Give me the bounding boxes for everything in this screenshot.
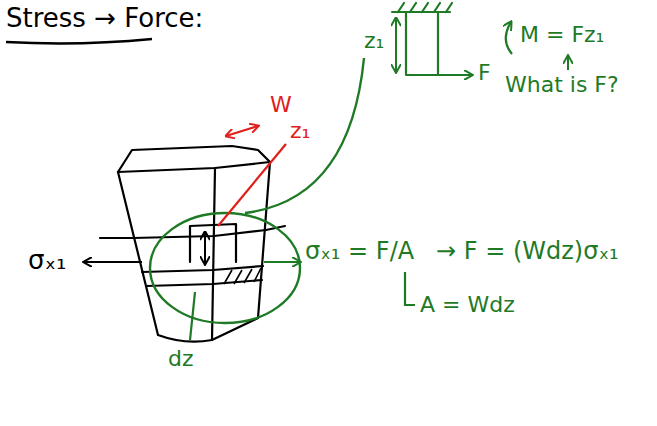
- force-equation: → F = (Wdz)σₓ₁: [436, 238, 619, 266]
- dimension-label: z₁: [290, 118, 310, 143]
- area-equation: A = Wdz: [420, 292, 515, 317]
- inset-beam: [392, 3, 452, 75]
- inset-z-arrow: [395, 18, 397, 72]
- stress-arrow-right: [264, 261, 300, 263]
- dz-leader: [190, 292, 195, 340]
- area-leader: [405, 272, 415, 305]
- force-label: F: [478, 60, 491, 85]
- force-arrow: [438, 74, 472, 76]
- question-arrow: [567, 56, 569, 70]
- z-dimension-arrow: [204, 232, 206, 264]
- thickness-label: dz: [168, 346, 194, 371]
- stress-equation: σₓ₁ = F/A: [305, 238, 414, 266]
- highlight-circle: [150, 213, 300, 323]
- inset-link: [245, 58, 364, 213]
- moment-arrow: [506, 22, 512, 54]
- heading: Stress → Force:: [6, 4, 203, 34]
- width-label: W: [270, 92, 292, 117]
- stress-arrow-left: [84, 261, 142, 263]
- moment-equation: M = Fz₁: [520, 22, 604, 47]
- stress-label: σₓ₁: [28, 246, 66, 276]
- slab-hatching: [224, 268, 261, 284]
- dimension-label: z₁: [364, 28, 384, 53]
- question-note: What is F?: [505, 72, 619, 97]
- title-underline: [6, 39, 152, 43]
- z-leader: [218, 144, 286, 226]
- width-arrow: [226, 126, 258, 136]
- body-outline: [100, 146, 285, 342]
